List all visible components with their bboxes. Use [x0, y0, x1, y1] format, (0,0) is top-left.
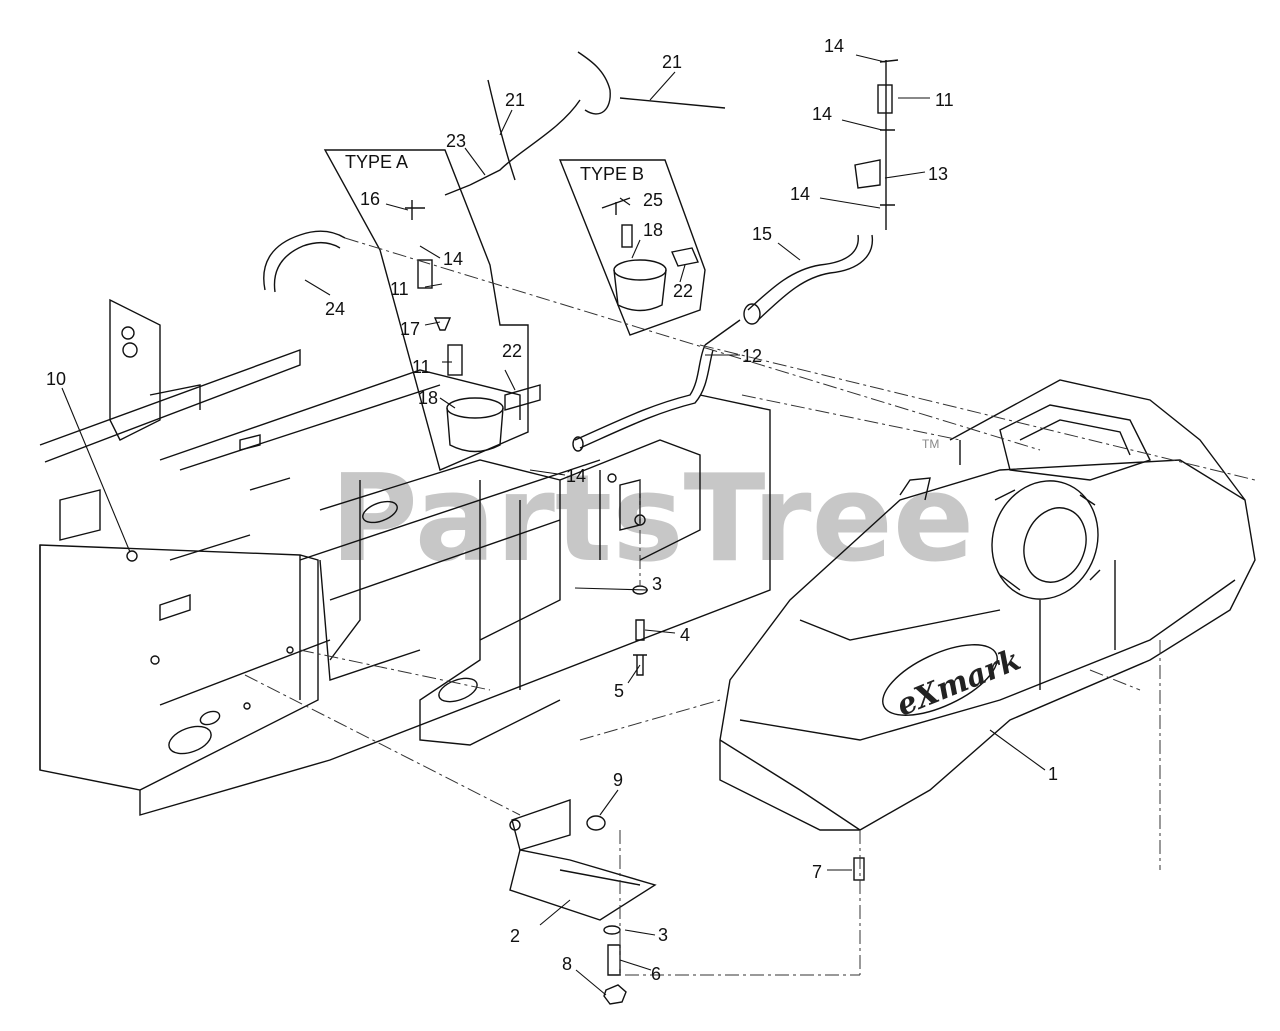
callout-labels: 1 2 3 3 4 5 6 7 8 9 10 11 11 11 12 13 14…: [46, 36, 1058, 984]
callout-11-a2: 11: [412, 357, 431, 377]
callout-2: 2: [510, 926, 520, 946]
callout-3-lower: 3: [658, 925, 668, 945]
callout-7: 7: [812, 862, 822, 882]
callout-14-mid: 14: [812, 104, 832, 124]
callout-14-frame: 14: [566, 466, 586, 486]
callout-5: 5: [614, 681, 624, 701]
callout-14-a: 14: [443, 249, 463, 269]
fuel-lines: [263, 51, 899, 452]
callout-9: 9: [613, 770, 623, 790]
callout-3-upper: 3: [652, 574, 662, 594]
callout-14-low: 14: [790, 184, 810, 204]
callout-4: 4: [680, 625, 690, 645]
callout-13: 13: [928, 164, 948, 184]
callout-21-left: 21: [505, 90, 525, 110]
leader-lines: [61, 54, 1046, 996]
callout-1: 1: [1048, 764, 1058, 784]
callout-12: 12: [742, 346, 762, 366]
callout-23: 23: [446, 131, 466, 151]
type-b-title: TYPE B: [580, 164, 644, 184]
callout-17: 17: [400, 319, 420, 339]
callout-22-a: 22: [502, 341, 522, 361]
type-b-inset: TYPE B: [558, 159, 706, 336]
callout-8: 8: [562, 954, 572, 974]
callout-11-a1: 11: [390, 279, 409, 299]
trademark-mark: TM: [922, 437, 939, 451]
callout-25: 25: [643, 190, 663, 210]
callout-18-a: 18: [418, 388, 438, 408]
type-a-title: TYPE A: [345, 152, 408, 172]
callout-14-top: 14: [824, 36, 844, 56]
callout-15: 15: [752, 224, 772, 244]
callout-18-b: 18: [643, 220, 663, 240]
alignment-lines: [244, 237, 1256, 976]
callout-24: 24: [325, 299, 345, 319]
type-a-inset: TYPE A: [323, 149, 541, 471]
callout-16: 16: [360, 189, 380, 209]
callout-11-upper: 11: [935, 90, 954, 110]
mount-bracket: [509, 585, 865, 1005]
callout-10: 10: [46, 369, 66, 389]
fuel-tank: eXmark: [719, 379, 1256, 831]
callout-21-right: 21: [662, 52, 682, 72]
callout-6: 6: [651, 964, 661, 984]
callout-22-b: 22: [673, 281, 693, 301]
